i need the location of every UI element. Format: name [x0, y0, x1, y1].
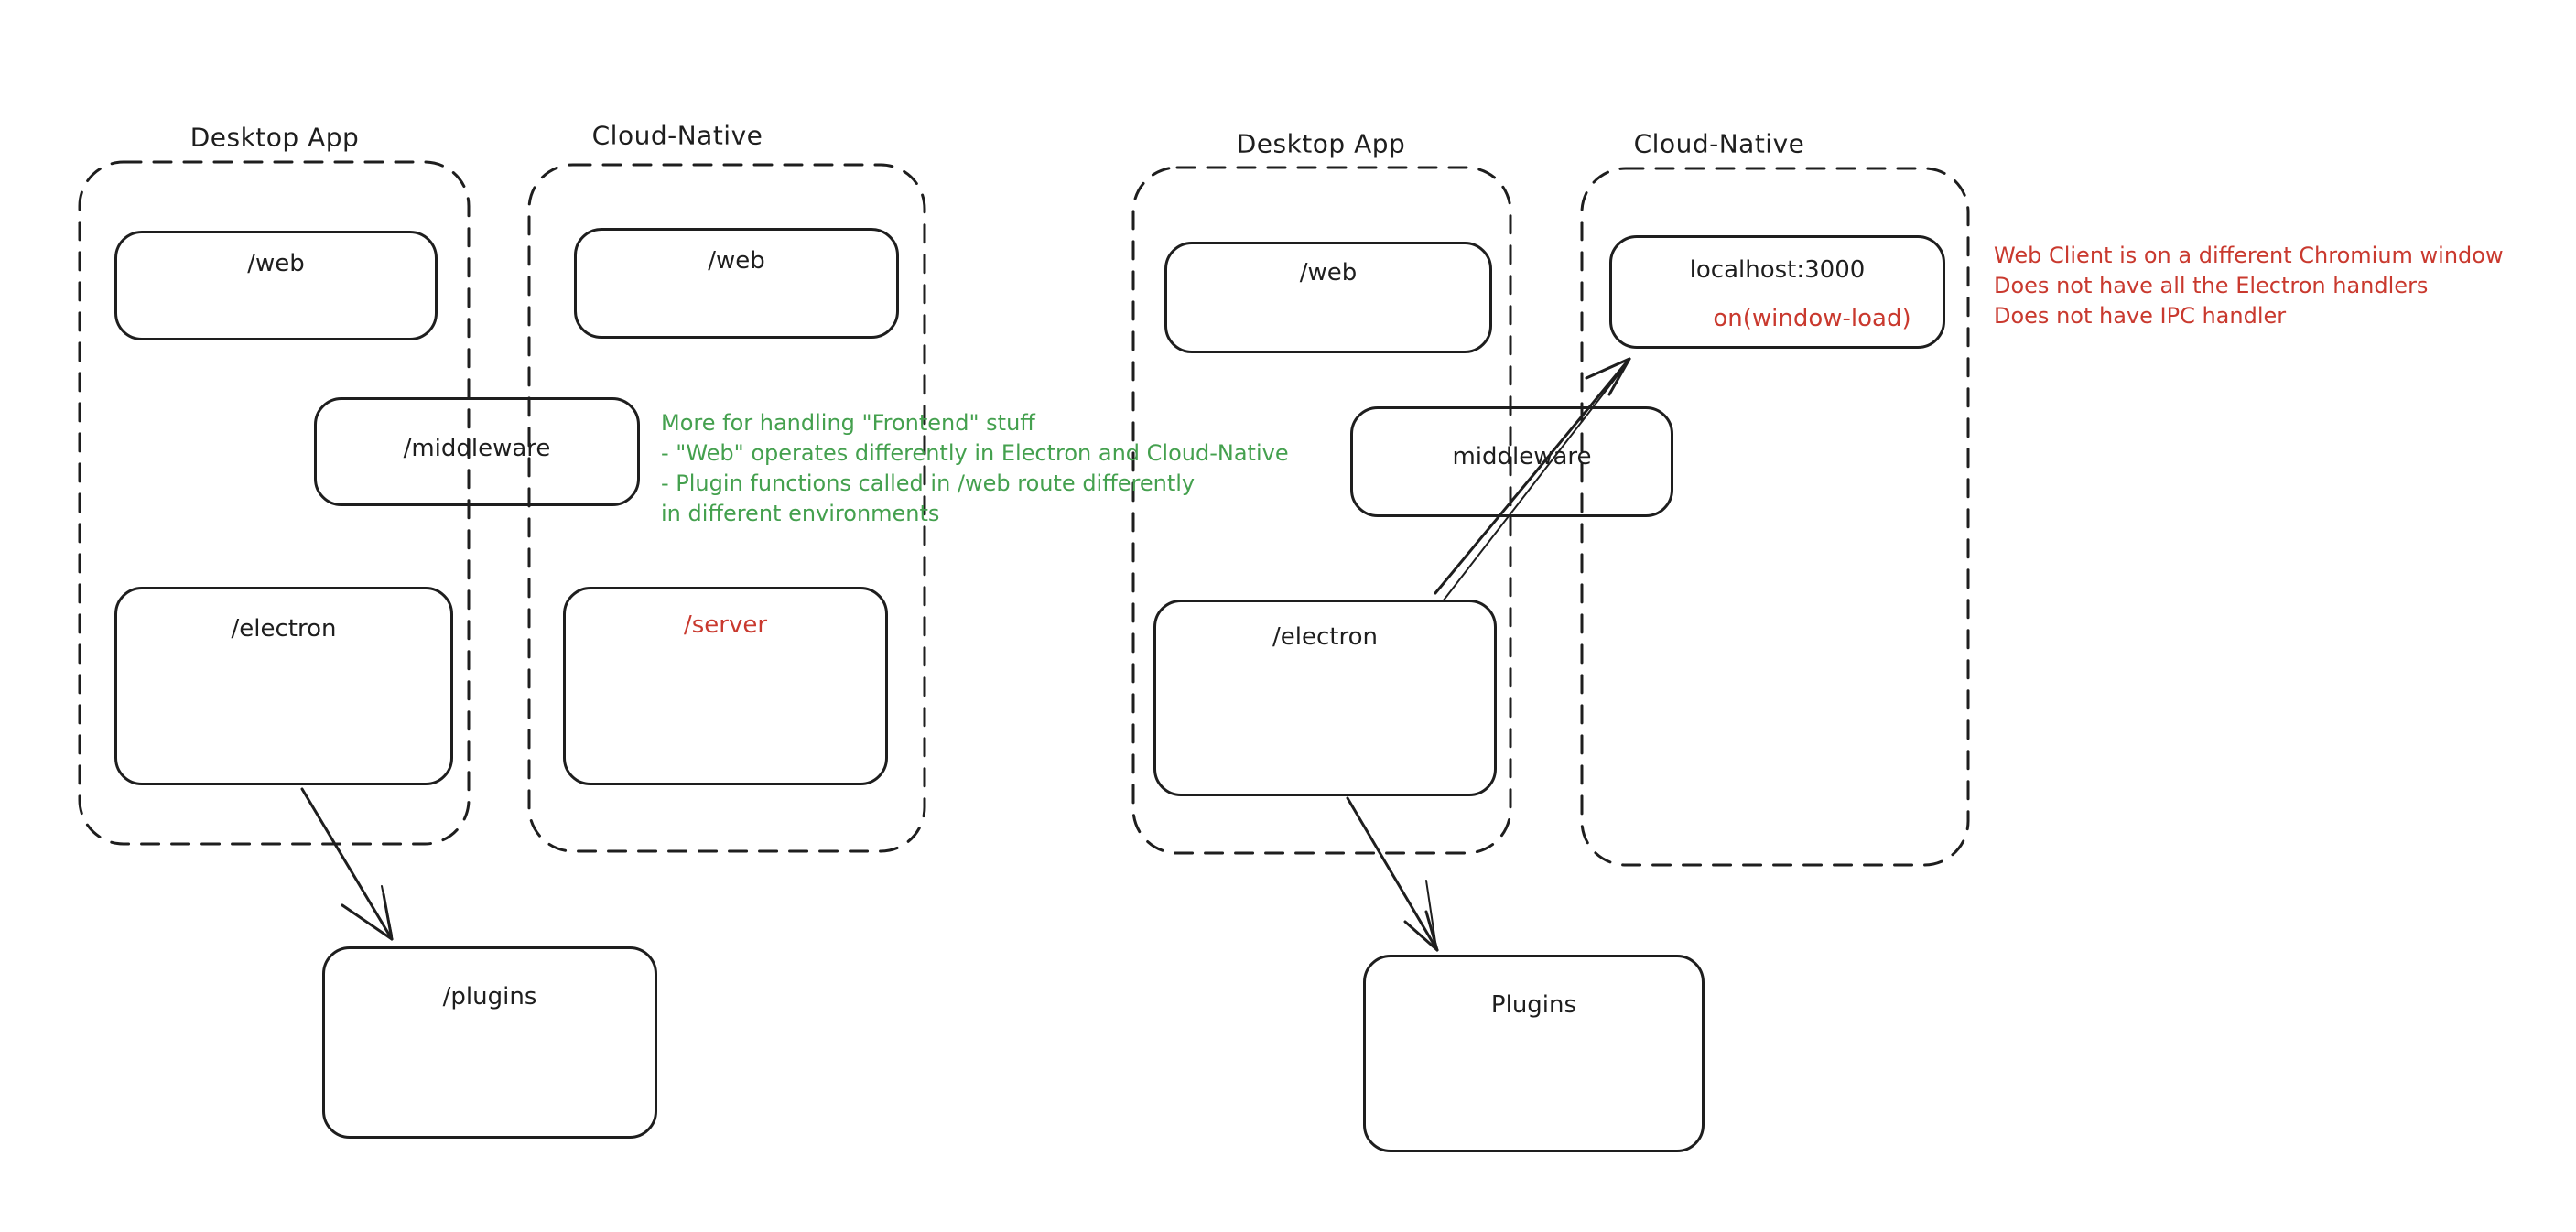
arrow-electron-to-localhost: [1434, 357, 1631, 602]
right-middleware-box: middleware: [1350, 406, 1673, 517]
arrow-electron-to-plugins-right: [1346, 796, 1439, 952]
left-electron-label: /electron: [231, 615, 337, 643]
right-plugins-box: Plugins: [1363, 955, 1705, 1152]
green-annotation-line: - "Web" operates differently in Electron…: [661, 440, 1289, 466]
right-cloud-native-label: Cloud-Native: [1633, 128, 1805, 159]
right-electron-box: /electron: [1153, 600, 1497, 796]
left-web-desktop-box: /web: [114, 231, 438, 340]
left-server-label: /server: [683, 611, 768, 639]
left-plugins-box: /plugins: [322, 946, 657, 1139]
left-middleware-box: /middleware: [314, 397, 640, 506]
on-window-load-label: on(window-load): [1713, 305, 1911, 332]
right-cloud-native-container: [1580, 167, 1970, 867]
left-middleware-label: /middleware: [403, 435, 551, 462]
localhost-label: localhost:3000: [1689, 256, 1866, 284]
green-annotation-line: in different environments: [661, 501, 940, 526]
left-web-cloud-box: /web: [574, 228, 899, 339]
red-annotation-line: Web Client is on a different Chromium wi…: [1994, 243, 2504, 268]
left-web-desktop-label: /web: [247, 250, 305, 277]
red-annotation: Web Client is on a different Chromium wi…: [1994, 241, 2504, 331]
left-desktop-app-container: [78, 160, 471, 846]
left-cloud-native-label: Cloud-Native: [591, 120, 763, 151]
green-annotation-line: More for handling "Frontend" stuff: [661, 410, 1035, 436]
red-annotation-line: Does not have IPC handler: [1994, 303, 2287, 329]
left-plugins-label: /plugins: [442, 983, 537, 1010]
left-server-box: /server: [563, 587, 888, 785]
green-annotation-line: - Plugin functions called in /web route …: [661, 470, 1196, 496]
green-annotation: More for handling "Frontend" stuff - "We…: [661, 408, 1289, 529]
right-middleware-label: middleware: [1452, 443, 1592, 470]
left-web-cloud-label: /web: [708, 247, 765, 275]
left-electron-box: /electron: [114, 587, 453, 785]
right-web-label: /web: [1299, 259, 1358, 286]
left-cloud-native-container: [527, 163, 926, 853]
right-plugins-label: Plugins: [1490, 991, 1577, 1019]
right-electron-label: /electron: [1272, 623, 1378, 651]
right-desktop-app-label: Desktop App: [1236, 128, 1406, 159]
localhost-box: localhost:3000 on(window-load): [1609, 235, 1945, 349]
right-web-box: /web: [1164, 242, 1492, 353]
arrow-electron-to-plugins-left: [300, 787, 394, 941]
left-desktop-app-label: Desktop App: [189, 122, 360, 153]
red-annotation-line: Does not have all the Electron handlers: [1994, 273, 2429, 298]
